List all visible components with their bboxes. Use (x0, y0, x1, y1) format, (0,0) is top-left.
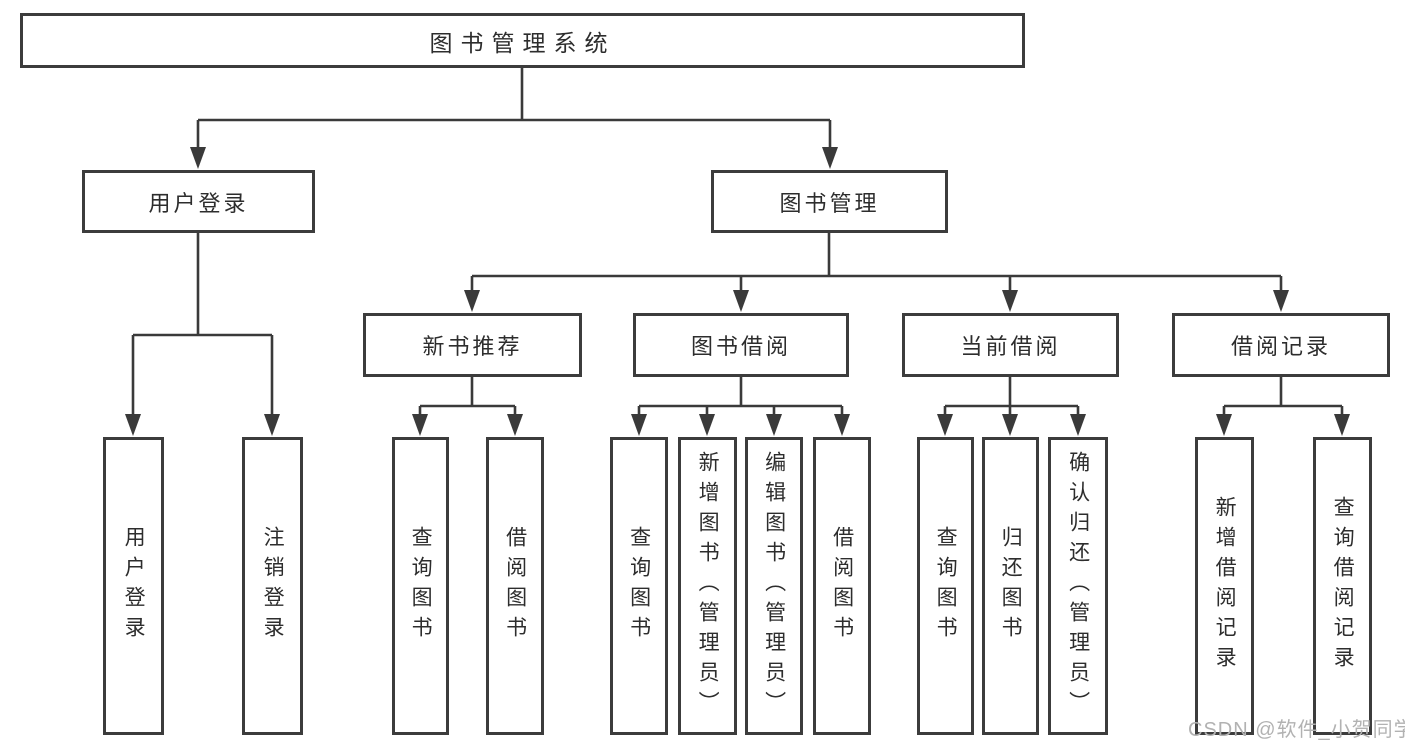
node-root: 图书管理系统 (20, 13, 1025, 68)
arrow-down-icon (1216, 414, 1232, 436)
leaf-borrow-books-label: 借阅图书 (830, 526, 854, 646)
node-user-login: 用户登录 (82, 170, 315, 233)
leaf-add-book-admin-label: 新增图书（管理员） (696, 451, 720, 721)
leaf-query-books-borrow: 查询图书 (610, 437, 668, 735)
leaf-edit-book-admin: 编辑图书（管理员） (745, 437, 803, 735)
connector-book-borrow (637, 377, 844, 418)
node-current-borrowing: 当前借阅 (902, 313, 1119, 377)
leaf-borrow-books-recommend: 借阅图书 (486, 437, 544, 735)
arrowheads (125, 147, 1350, 436)
leaf-confirm-return-admin: 确认归还（管理员） (1048, 437, 1108, 735)
leaf-user-login-label: 用户登录 (122, 526, 146, 646)
arrow-down-icon (733, 290, 749, 312)
arrow-down-icon (1002, 290, 1018, 312)
arrow-down-icon (1334, 414, 1350, 436)
leaf-query-borrow-record-label: 查询借阅记录 (1331, 496, 1355, 676)
leaf-query-books-current: 查询图书 (917, 437, 974, 735)
leaf-confirm-return-admin-label: 确认归还（管理员） (1066, 451, 1090, 721)
leaf-query-books-recommend-label: 查询图书 (409, 526, 433, 646)
leaf-return-book: 归还图书 (982, 437, 1039, 735)
leaf-query-borrow-record: 查询借阅记录 (1313, 437, 1372, 735)
leaf-query-books-borrow-label: 查询图书 (627, 526, 651, 646)
arrow-down-icon (1273, 290, 1289, 312)
node-book-management-label: 图书管理 (779, 190, 880, 216)
arrow-down-icon (937, 414, 953, 436)
node-current-borrowing-label: 当前借阅 (960, 334, 1061, 359)
connector-new-book (418, 377, 517, 418)
node-root-label: 图书管理系统 (429, 29, 616, 56)
node-borrowing-records: 借阅记录 (1172, 313, 1390, 377)
arrow-down-icon (822, 147, 838, 169)
node-book-borrowing: 图书借阅 (633, 313, 849, 377)
node-book-management: 图书管理 (711, 170, 948, 233)
leaf-query-books-recommend: 查询图书 (392, 437, 449, 735)
leaf-add-borrow-record: 新增借阅记录 (1195, 437, 1254, 735)
leaf-edit-book-admin-label: 编辑图书（管理员） (762, 451, 786, 721)
arrow-down-icon (507, 414, 523, 436)
node-new-book-recommend-label: 新书推荐 (422, 334, 523, 359)
arrow-down-icon (125, 414, 141, 436)
connector-current-borrow (943, 377, 1080, 418)
arrow-down-icon (834, 414, 850, 436)
arrow-down-icon (464, 290, 480, 312)
arrow-down-icon (412, 414, 428, 436)
connector-user-login (131, 233, 274, 418)
leaf-logout: 注销登录 (242, 437, 303, 735)
leaf-add-borrow-record-label: 新增借阅记录 (1213, 496, 1237, 676)
node-user-login-label: 用户登录 (148, 190, 249, 216)
leaf-logout-label: 注销登录 (261, 526, 285, 646)
node-book-borrowing-label: 图书借阅 (690, 334, 791, 359)
leaf-add-book-admin: 新增图书（管理员） (678, 437, 737, 735)
leaf-query-books-current-label: 查询图书 (934, 526, 958, 646)
arrow-down-icon (1002, 414, 1018, 436)
leaf-borrow-books: 借阅图书 (813, 437, 871, 735)
arrow-down-icon (190, 147, 206, 169)
arrow-down-icon (766, 414, 782, 436)
connector-book-management (470, 233, 1283, 294)
node-new-book-recommend: 新书推荐 (363, 313, 582, 377)
leaf-borrow-books-recommend-label: 借阅图书 (503, 526, 527, 646)
connector-borrow-records (1222, 377, 1344, 418)
leaf-return-book-label: 归还图书 (999, 526, 1023, 646)
leaf-user-login: 用户登录 (103, 437, 164, 735)
connector-root (196, 68, 832, 150)
arrow-down-icon (1070, 414, 1086, 436)
node-borrowing-records-label: 借阅记录 (1230, 334, 1331, 359)
watermark: CSDN @软件_小贺同学 (1188, 719, 1405, 741)
arrow-down-icon (631, 414, 647, 436)
arrow-down-icon (264, 414, 280, 436)
arrow-down-icon (699, 414, 715, 436)
